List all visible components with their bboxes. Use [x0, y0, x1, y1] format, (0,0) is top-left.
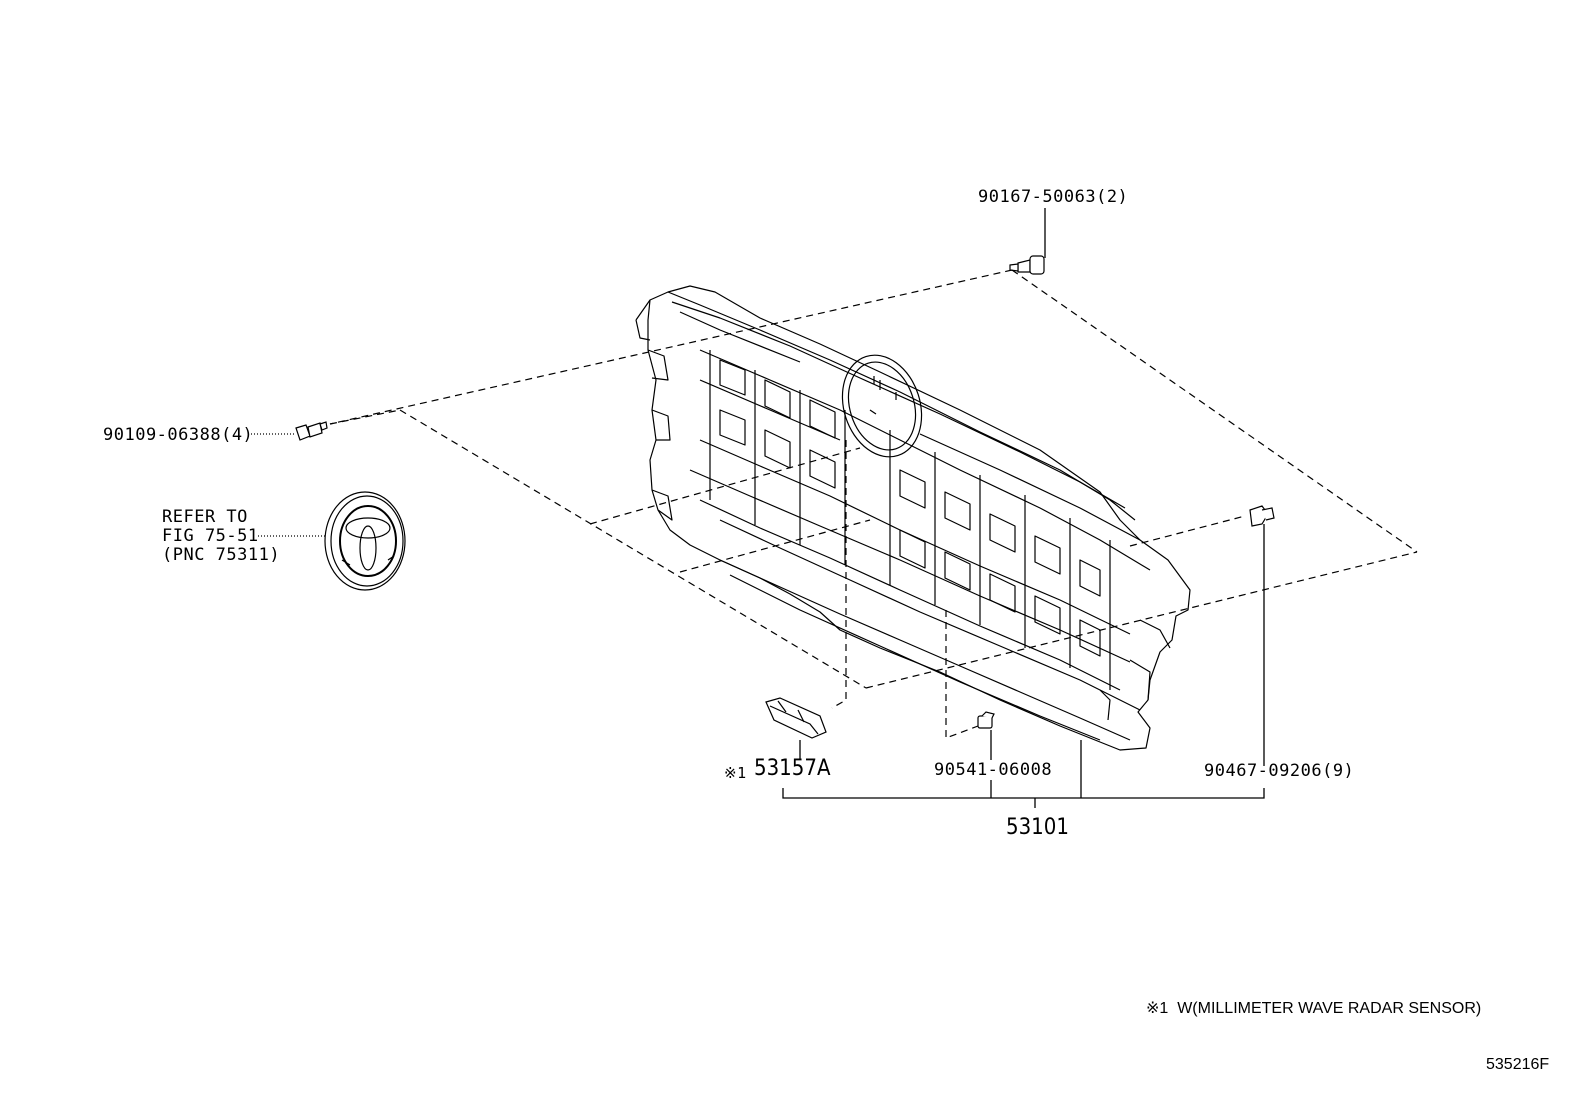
footnote: ※1 W(MILLIMETER WAVE RADAR SENSOR)	[1146, 1000, 1482, 1017]
radiator-grille-drawing	[635, 285, 1191, 751]
sensor-cover-icon	[765, 697, 827, 739]
emblem-drawing	[324, 491, 406, 591]
label-screw-center: 90541-06008	[934, 760, 1053, 780]
label-sensor-cover: 53157A	[754, 756, 831, 781]
bolt-top-icon	[1009, 255, 1045, 275]
label-bolt-left: 90109-06388(4)	[103, 425, 254, 445]
screw-center-icon	[977, 711, 995, 729]
drawing-code: 535216F	[1486, 1056, 1550, 1073]
label-assembly: 53101	[1006, 815, 1069, 840]
leader-lines	[248, 208, 1265, 808]
label-refer-line2: FIG 75-51	[162, 526, 259, 546]
label-bolt-top: 90167-50063(2)	[978, 187, 1129, 207]
label-refer-line3: (PNC 75311)	[162, 545, 281, 565]
bolt-left-icon	[295, 421, 328, 441]
label-mark-prefix: ※1	[724, 764, 747, 782]
label-clip-right: 90467-09206(9)	[1204, 761, 1355, 781]
assembly-dash-lines	[329, 269, 1418, 739]
clip-right-icon	[1249, 505, 1275, 527]
label-refer-line1: REFER TO	[162, 507, 248, 527]
